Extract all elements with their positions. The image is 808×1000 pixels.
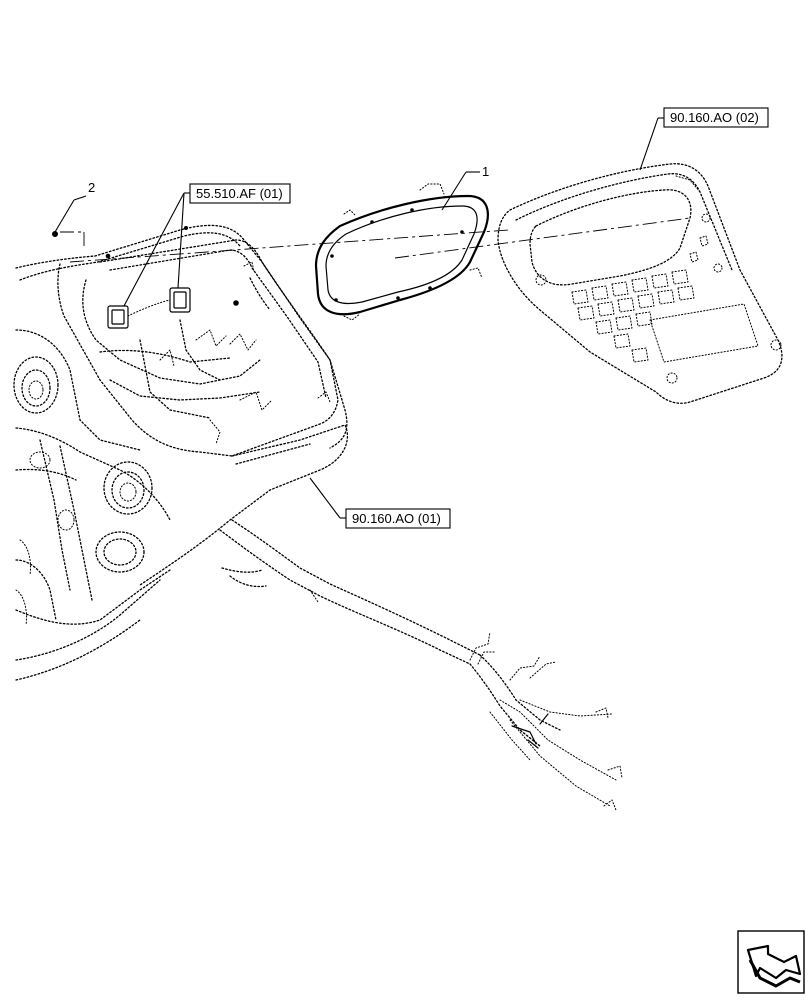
callout-item-1: 1	[482, 164, 489, 179]
lower-harness	[219, 519, 623, 811]
instrument-cluster	[314, 183, 489, 321]
reference-55-510-af	[123, 183, 291, 307]
callout-item-2: 2	[88, 180, 95, 195]
wiring-harness-cavity	[82, 226, 331, 445]
item-2-screw	[52, 195, 87, 237]
reference-90-160-ao-02	[639, 107, 769, 171]
dash-cover	[497, 163, 783, 404]
alignment-centerlines	[60, 217, 691, 263]
dashboard-console	[13, 224, 349, 681]
item-1-leader	[441, 171, 467, 211]
reference-label-90-160-ao-02: 90.160.AO (02)	[670, 110, 759, 125]
reference-label-55-510-af: 55.510.AF (01)	[196, 186, 283, 201]
next-page-arrow-icon[interactable]	[737, 930, 805, 994]
reference-label-90-160-ao-01: 90.160.AO (01)	[352, 511, 441, 526]
reference-90-160-ao-01	[309, 477, 451, 529]
